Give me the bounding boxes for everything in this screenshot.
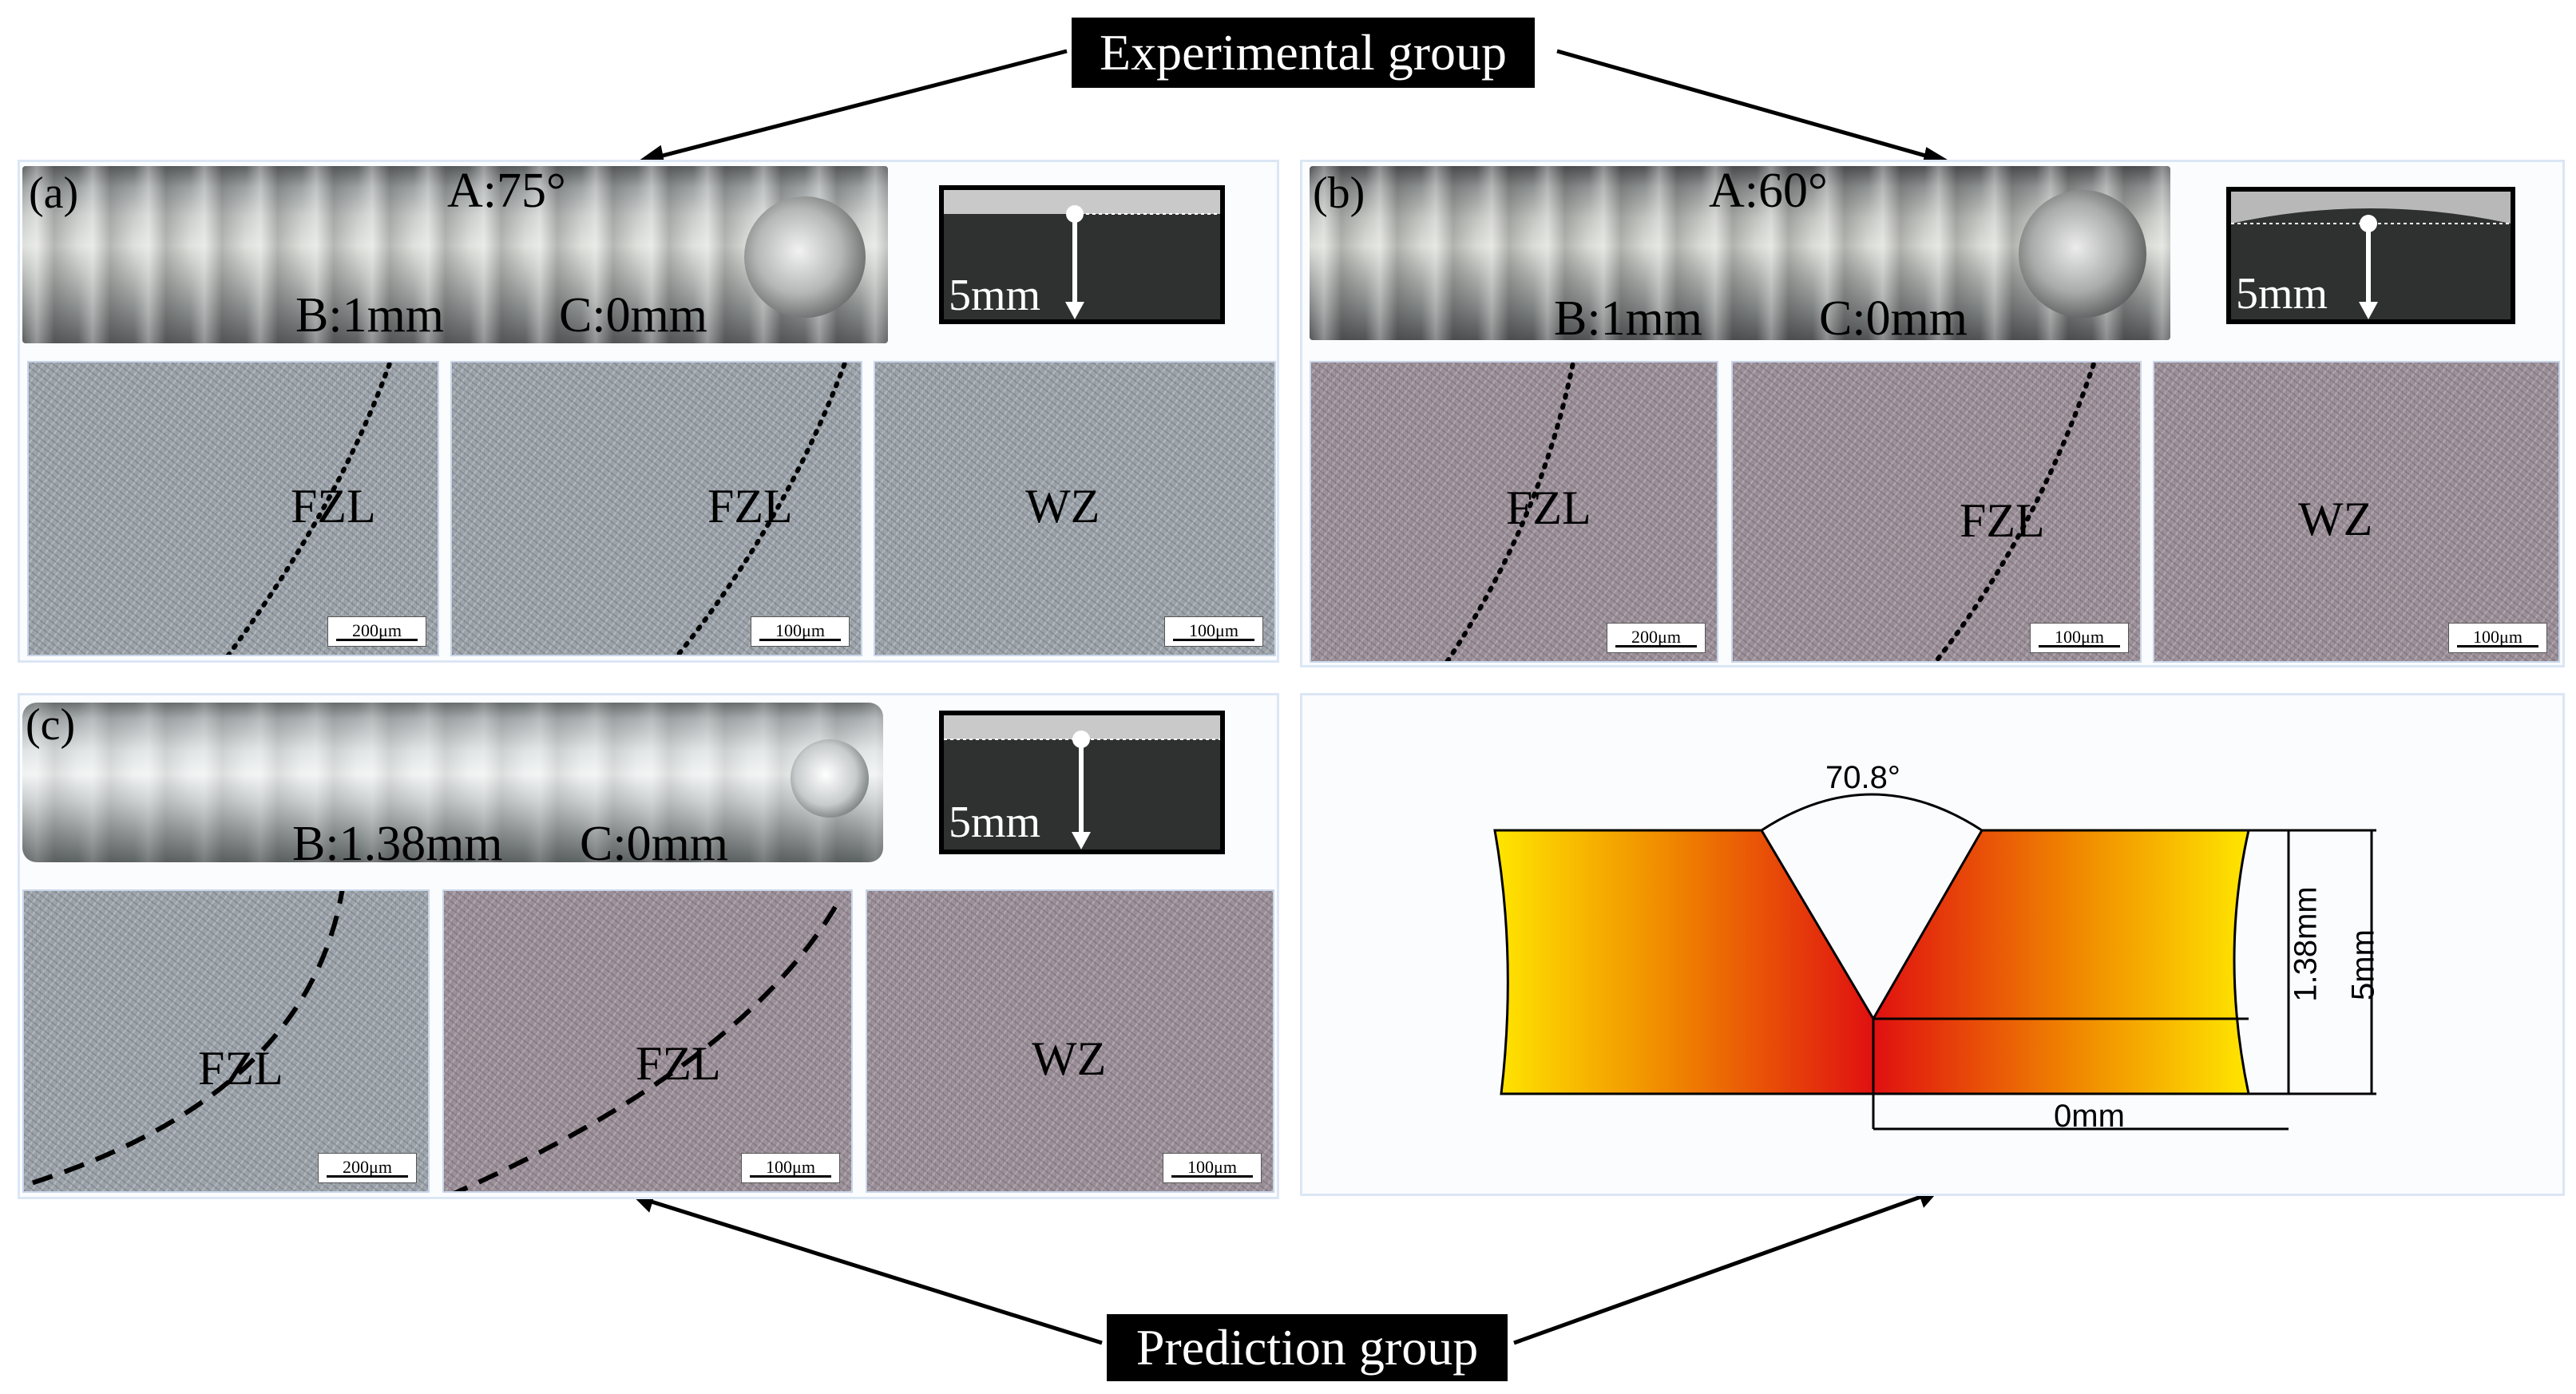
zone-label-c2: FZL (636, 1037, 721, 1090)
zone-label-b1: FZL (1506, 481, 1591, 534)
groove-angle-label: 70.8° (1825, 760, 1900, 795)
micrograph-b3: WZ 100μm (2153, 361, 2560, 663)
gap-c-label-c: C:0mm (580, 817, 729, 871)
micrograph-c3: WZ 100μm (866, 889, 1274, 1193)
crater-b (2019, 190, 2146, 318)
scale-bar-a1: 200μm (327, 616, 426, 647)
fusion-line-b2 (1932, 362, 2097, 661)
cross-section-inset-b: 5mm (2226, 187, 2515, 324)
micrograph-b2: FZL 100μm (1731, 361, 2142, 663)
thickness-label: 5mm (2345, 929, 2381, 1000)
fusion-line-a2 (675, 362, 848, 655)
scale-bar-a2: 100μm (751, 616, 850, 647)
depth-arrow-c (944, 731, 1220, 849)
cross-section-inset-c: 5mm (939, 711, 1225, 854)
weld-bead-photo-c (22, 703, 883, 862)
fusion-line-c1 (24, 891, 345, 1188)
depth-arrow-b (2231, 192, 2511, 319)
scale-bar-b3: 100μm (2448, 623, 2547, 653)
depth-label-b: 5mm (2236, 269, 2328, 319)
depth-label-c: 5mm (949, 798, 1041, 847)
gap-b-label-a: B:1mm (295, 288, 445, 343)
angle-label-a: A:75° (447, 164, 566, 218)
experimental-group-label: Experimental group (1072, 18, 1535, 88)
fusion-line-c2 (453, 905, 838, 1191)
scale-bar-b1: 200μm (1607, 623, 1706, 653)
crater-c (791, 739, 869, 818)
zone-label-b3: WZ (2298, 493, 2373, 545)
zone-label-c1: FZL (198, 1042, 283, 1095)
panel-label-c: (c) (26, 700, 76, 750)
panel-label-b: (b) (1313, 168, 1365, 218)
micrograph-c2: FZL 100μm (442, 889, 853, 1193)
fusion-line-a1 (225, 362, 393, 655)
prediction-group-label: Prediction group (1107, 1314, 1508, 1381)
scale-bar-b2: 100μm (2030, 623, 2129, 653)
root-gap-label: 1.38mm (2288, 886, 2324, 1002)
crater-a (744, 196, 866, 318)
micrograph-a3: WZ 100μm (874, 361, 1276, 656)
gap-c-label-a: C:0mm (559, 288, 708, 343)
gap-b-label-c: B:1.38mm (292, 817, 503, 871)
depth-arrow-a (1065, 205, 1219, 319)
micrograph-a1: FZL 200μm (27, 361, 439, 656)
zone-label-b2: FZL (1960, 494, 2045, 547)
zone-label-c3: WZ (1032, 1032, 1107, 1085)
zone-label-a3: WZ (1025, 480, 1100, 533)
zone-label-a1: FZL (291, 480, 376, 533)
panel-label-a: (a) (29, 168, 79, 218)
weld-bead-photo-a (22, 166, 888, 343)
fusion-line-b1 (1445, 362, 1576, 661)
weld-bead-photo-b (1310, 166, 2170, 340)
scale-bar-c2: 100μm (741, 1153, 840, 1183)
root-face-label: 0mm (2054, 1099, 2125, 1134)
depth-label-a: 5mm (949, 271, 1041, 320)
gap-c-label-b: C:0mm (1819, 291, 1968, 346)
gap-b-label-b: B:1mm (1554, 291, 1703, 346)
cross-section-inset-a: 5mm (939, 185, 1225, 324)
micrograph-a2: FZL 100μm (450, 361, 862, 656)
micrograph-b1: FZL 200μm (1310, 361, 1718, 663)
angle-label-b: A:60° (1709, 164, 1828, 218)
scale-bar-c1: 200μm (318, 1153, 417, 1183)
micrograph-c1: FZL 200μm (22, 889, 430, 1193)
scale-bar-a3: 100μm (1164, 616, 1263, 647)
scale-bar-c3: 100μm (1163, 1153, 1262, 1183)
zone-label-a2: FZL (707, 480, 793, 533)
